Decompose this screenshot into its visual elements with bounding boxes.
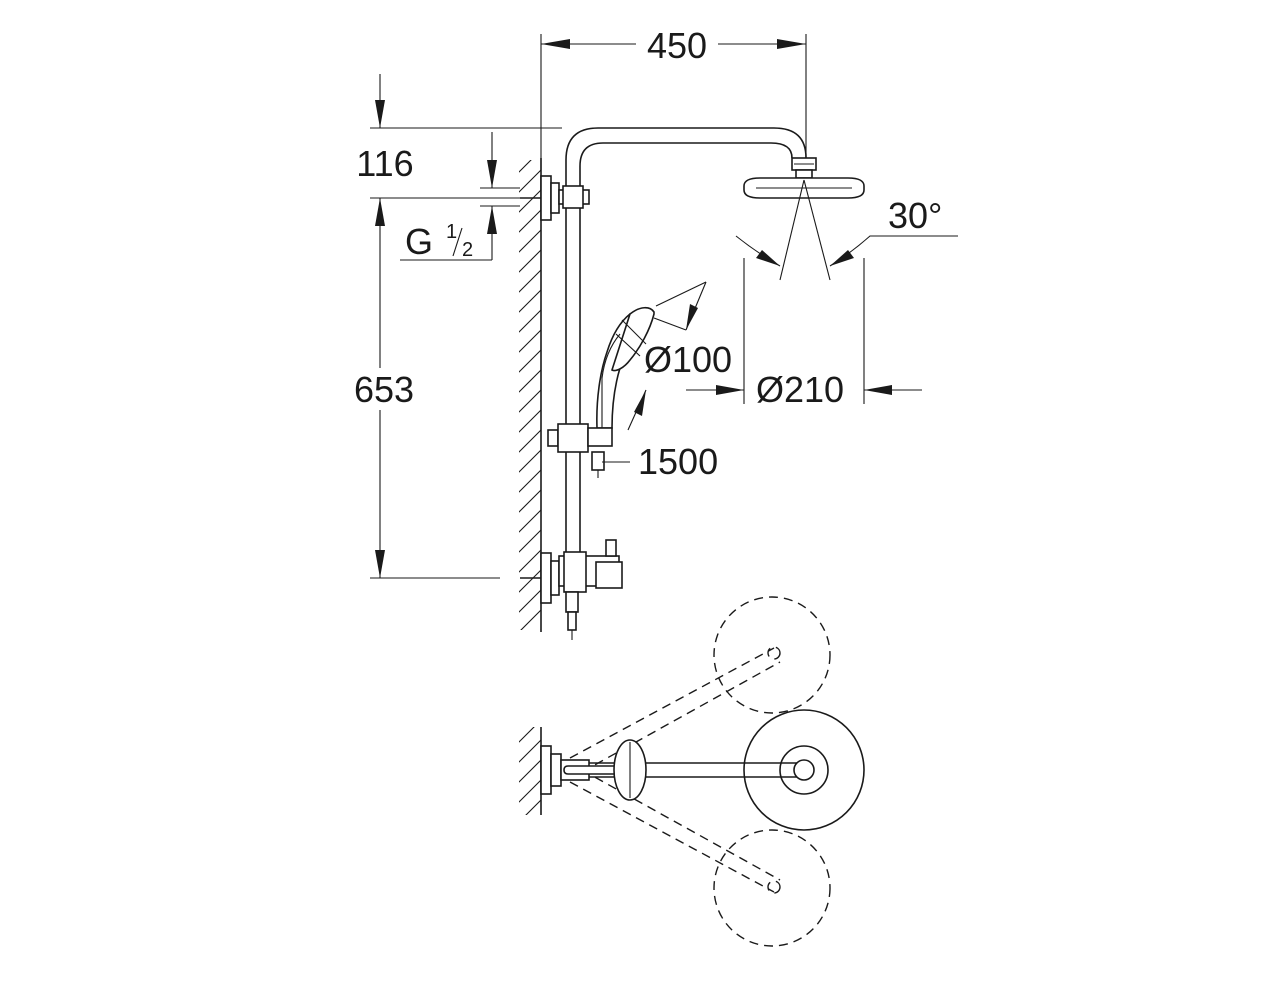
top-view — [519, 596, 865, 947]
dimension-lines — [370, 34, 958, 579]
dimension-thread-g: G — [405, 221, 433, 262]
spray-cone-lines — [779, 179, 831, 281]
thread-fraction-slash — [452, 227, 463, 257]
hand-shower — [596, 306, 655, 430]
hand-shower-holder — [547, 423, 613, 478]
dimension-653: 653 — [354, 369, 414, 410]
dimension-hand-diameter: Ø100 — [644, 339, 732, 380]
dimension-thread-denominator: 2 — [462, 239, 473, 261]
wall-front — [519, 158, 542, 632]
shower-arm — [565, 127, 807, 570]
front-view — [519, 127, 865, 640]
dimension-hose-length: 1500 — [638, 441, 718, 482]
dimension-head-diameter: Ø210 — [756, 369, 844, 410]
swivel-range-dashed — [569, 596, 831, 947]
dimension-116: 116 — [356, 143, 413, 184]
dimension-450: 450 — [647, 25, 707, 66]
top-wall-bracket — [520, 175, 590, 221]
bottom-wall-bracket — [520, 539, 623, 640]
dimension-thread-numerator: 1 — [446, 221, 457, 243]
top-view-head-shower — [743, 709, 865, 831]
top-view-hand-shower — [613, 739, 647, 801]
wall-top — [519, 727, 542, 815]
dimension-30-degrees: 30° — [888, 195, 942, 236]
dimension-labels: 450 116 G 1 2 653 30° Ø100 Ø210 1500 — [354, 25, 942, 482]
head-shower — [743, 157, 865, 199]
